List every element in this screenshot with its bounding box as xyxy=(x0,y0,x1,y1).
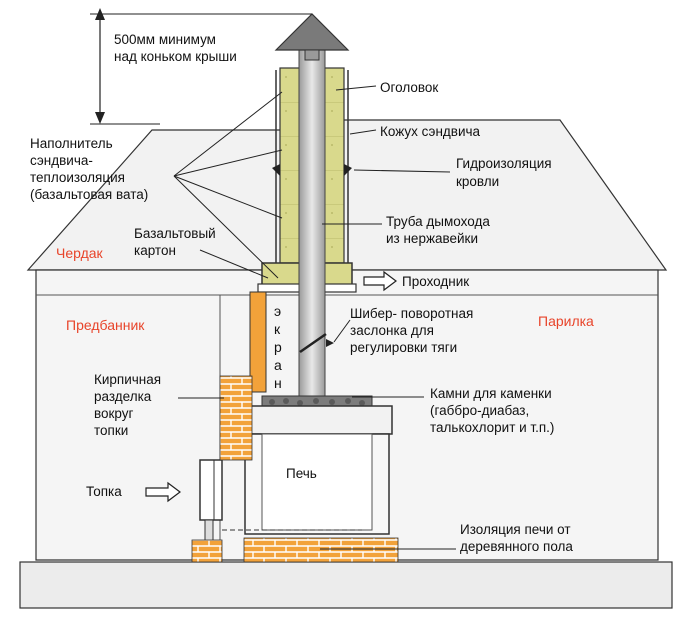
chimney-cap xyxy=(274,13,350,51)
firebox-label: Топка xyxy=(86,484,122,499)
floor-insulation-bricks xyxy=(243,537,399,563)
damper-handle xyxy=(326,339,334,347)
floor-brick-left xyxy=(191,539,223,563)
cap-label: Оголовок xyxy=(380,80,438,95)
room-label-attic: Чердак xyxy=(56,245,104,261)
stones-texture xyxy=(269,398,365,406)
room-label-steam: Парилка xyxy=(538,313,594,329)
damper-plate xyxy=(299,332,327,354)
stove-label: Печь xyxy=(286,466,317,481)
waterproofing-label: Гидроизоляция кровли xyxy=(456,156,555,189)
cap-neck xyxy=(304,49,320,61)
floor-insulation-label: Изоляция печи от деревянного пола xyxy=(460,522,574,554)
waterproofing-left-mark xyxy=(272,164,280,176)
filler-label: Наполнитель сэндвича- теплоизоляция (баз… xyxy=(30,136,148,202)
stones-label: Камни для каменки (габбро-диабаз, талько… xyxy=(430,386,555,435)
stove-inner xyxy=(261,433,373,531)
flue-pipe-label: Труба дымохода из нержавейки xyxy=(386,214,494,246)
heat-screen xyxy=(249,291,267,393)
basalt-board-label: Базальтовый картон xyxy=(134,226,220,258)
foundation xyxy=(19,561,673,609)
height-arrow-bottom xyxy=(95,112,105,124)
brick-barrier-label: Кирпичная разделка вокруг топки xyxy=(94,372,165,438)
passage-label: Проходник xyxy=(402,274,469,289)
firebox-arrow xyxy=(145,481,181,503)
leader-lines xyxy=(173,85,456,550)
height-note-label: 500мм минимум над коньком крыши xyxy=(114,32,237,64)
sandwich-casing-label: Кожух сэндвича xyxy=(380,124,481,139)
passage-arrow xyxy=(363,270,397,292)
waterproofing-right-mark xyxy=(344,164,352,176)
firebox-door xyxy=(199,459,223,521)
stove-leg-left xyxy=(204,519,214,543)
screen-label: э к р а н xyxy=(274,303,286,391)
room-label-dressing: Предбанник xyxy=(66,317,145,333)
damper-label: Шибер- поворотная заслонка для регулиров… xyxy=(350,306,477,355)
brick-barrier xyxy=(219,375,253,461)
stove-top xyxy=(239,405,393,435)
